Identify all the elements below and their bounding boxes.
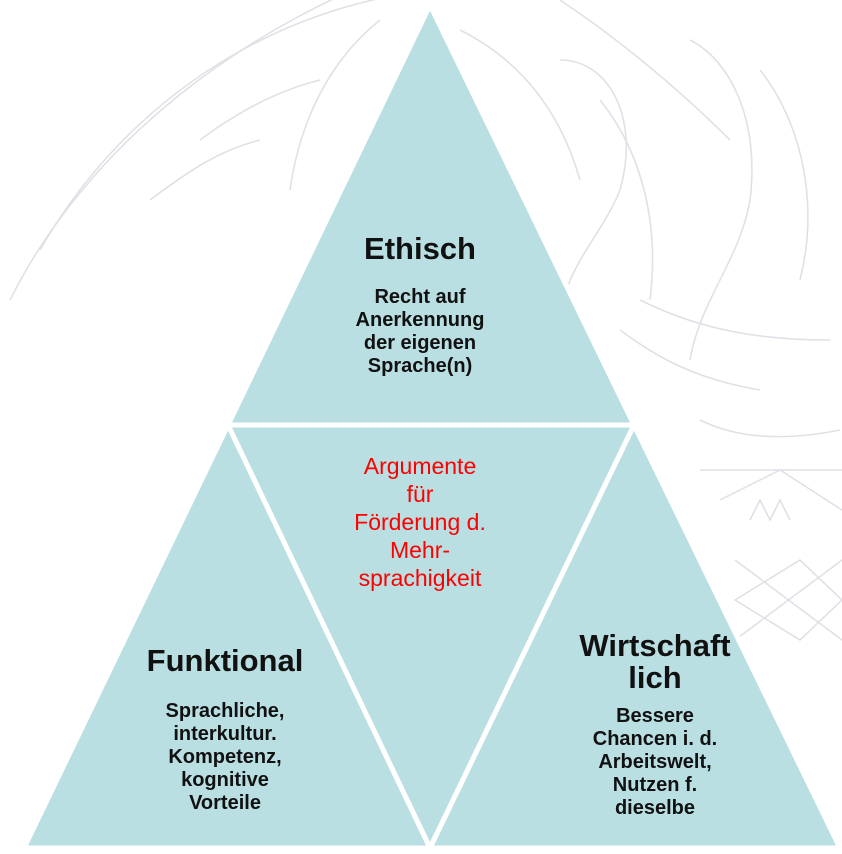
right-triangle <box>427 422 842 851</box>
left-triangle-body: Sprachliche, interkultur. Kompetenz, kog… <box>165 700 285 814</box>
top-triangle-body: Recht auf Anerkennung der eigenen Sprach… <box>355 286 485 377</box>
center-triangle-text: Argumente für Förderung d. Mehr- sprachi… <box>354 453 486 591</box>
left-triangle <box>21 422 433 851</box>
seal-watermark-icon <box>9 0 842 642</box>
left-triangle-title: Funktional <box>146 643 304 678</box>
right-triangle-title: Wirtschaft lich <box>579 628 731 695</box>
right-triangle-body: Bessere Chancen i. d. Arbeitswelt, Nutze… <box>592 705 718 819</box>
top-triangle-title: Ethisch <box>364 231 476 266</box>
